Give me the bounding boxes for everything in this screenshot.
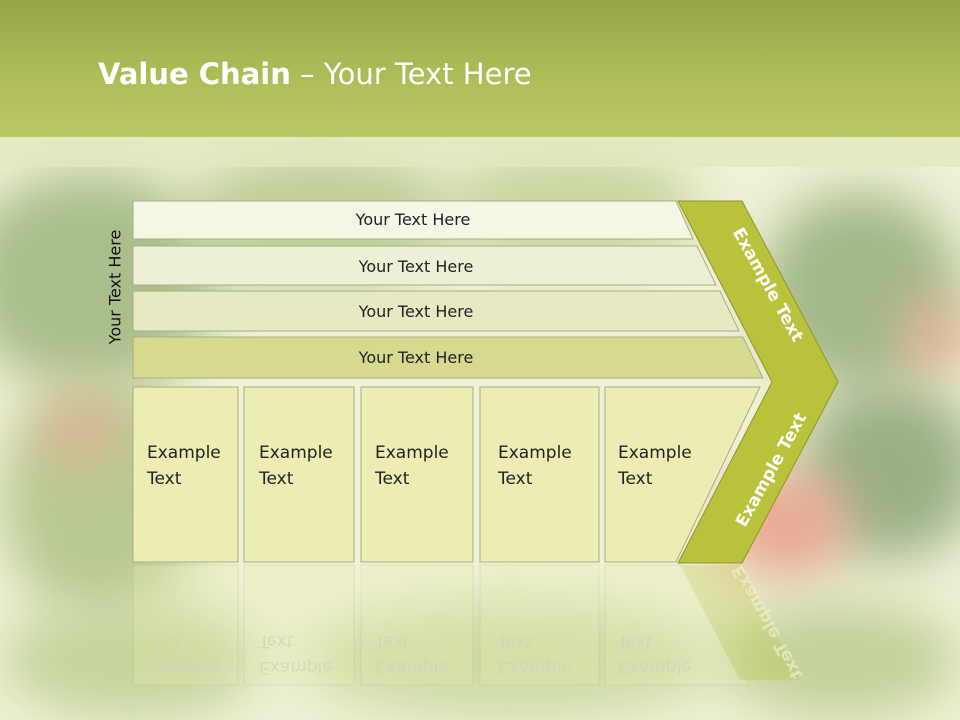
row-label-3: Your Text Here <box>358 301 474 321</box>
row-bar-4[interactable] <box>132 336 764 379</box>
activity-box-2[interactable] <box>243 386 355 563</box>
activity-box-1[interactable] <box>132 386 239 563</box>
activity-box-3[interactable] <box>360 386 474 563</box>
row-label-2: Your Text Here <box>358 256 474 276</box>
row-bar-3[interactable] <box>132 290 740 332</box>
slide-title[interactable]: Value Chain – Your Text Here <box>98 52 532 96</box>
activity-box-5[interactable] <box>604 386 761 563</box>
title-banner-strip <box>0 137 960 167</box>
diagram-reflection <box>132 564 800 686</box>
activity-box-label-reflection-2: Example Text <box>259 631 333 677</box>
activity-box-label-1: Example Text <box>147 443 221 489</box>
row-bar-2[interactable] <box>132 245 717 286</box>
activity-box-label-reflection-4: Example Text <box>498 631 572 677</box>
activity-box-label-4: Example Text <box>498 443 572 489</box>
activity-box-label-reflection-3: Example Text <box>375 631 449 677</box>
slide-title-strong: Value Chain <box>98 57 291 91</box>
activity-box-label-reflection-5: Example Text <box>618 631 692 677</box>
margin-chevron-arrow[interactable] <box>677 200 839 564</box>
row-label-1: Your Text Here <box>355 209 471 229</box>
activity-box-label-reflection-1: Example Text <box>147 631 221 677</box>
row-label-4: Your Text Here <box>358 347 474 367</box>
activity-box-label-2: Example Text <box>259 443 333 489</box>
slide-title-rest: – Your Text Here <box>290 57 532 91</box>
activity-box-label-5: Example Text <box>618 443 692 489</box>
activity-box-label-3: Example Text <box>375 443 449 489</box>
activity-box-4[interactable] <box>479 386 600 563</box>
title-banner <box>0 0 960 137</box>
row-bar-1[interactable] <box>132 200 694 240</box>
